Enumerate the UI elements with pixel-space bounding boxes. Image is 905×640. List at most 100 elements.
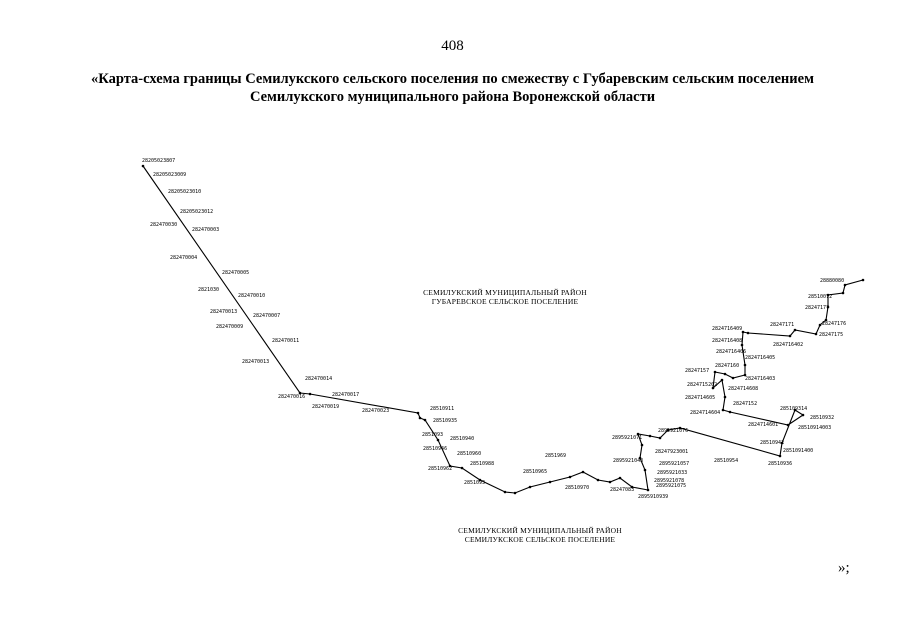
boundary-point-marker — [786, 423, 790, 427]
boundary-point-label: 28510935 — [433, 418, 457, 424]
boundary-point-label: 28510962 — [428, 466, 452, 472]
boundary-point-label: 282470016 — [278, 394, 305, 400]
boundary-point-marker — [298, 391, 302, 395]
boundary-point-marker — [793, 408, 797, 412]
boundary-point-marker — [723, 395, 727, 399]
boundary-point-label: 282470003 — [192, 227, 219, 233]
boundary-point-label: 28247175 — [819, 332, 843, 338]
boundary-point-label: 28510914003 — [798, 425, 831, 431]
boundary-point-label: 28247177 — [805, 305, 829, 311]
boundary-point-label: 28247171 — [770, 322, 794, 328]
boundary-point-marker — [630, 485, 634, 489]
boundary-point-label: 2895921071 — [612, 435, 642, 441]
boundary-point-label: 28247176 — [822, 321, 846, 327]
boundary-point-marker — [581, 470, 585, 474]
boundary-point-label: 2821030 — [198, 287, 219, 293]
boundary-point-marker — [711, 386, 715, 390]
boundary-point-label: 28510072 — [808, 294, 832, 300]
boundary-point-label: 282470030 — [150, 222, 177, 228]
boundary-point-marker — [141, 164, 145, 168]
boundary-point-label: 28510954 — [714, 458, 738, 464]
boundary-point-label: 28205023009 — [153, 172, 186, 178]
boundary-point-marker — [646, 488, 650, 492]
boundary-point-label: 28510965 — [523, 469, 547, 475]
boundary-point-marker — [568, 475, 572, 479]
boundary-point-label: 28510946 — [423, 446, 447, 452]
boundary-point-marker — [596, 478, 600, 482]
page-number: 408 — [441, 38, 464, 54]
boundary-point-label: 2895921076 — [658, 428, 688, 434]
boundary-point-label: 28247923001 — [655, 449, 688, 455]
boundary-point-label: 28510988 — [470, 461, 494, 467]
boundary-point-label: 28510940 — [450, 436, 474, 442]
boundary-point-label: 2851093 — [464, 480, 485, 486]
boundary-point-marker — [826, 305, 830, 309]
title-line-1: «Карта-схема границы Семилукского сельск… — [91, 71, 814, 87]
boundary-point-marker — [640, 443, 644, 447]
boundary-point-marker — [793, 328, 797, 332]
boundary-point-label: 2824716408 — [712, 338, 742, 344]
boundary-point-label: 282470004 — [170, 255, 197, 261]
boundary-point-marker — [778, 454, 782, 458]
boundary-point-marker — [743, 373, 747, 377]
region-label-south: СЕМИЛУКСКИЙ МУНИЦИПАЛЬНЫЙ РАЙОН СЕМИЛУКС… — [440, 526, 640, 544]
boundary-point-marker — [548, 480, 552, 484]
boundary-point-marker — [513, 491, 517, 495]
boundary-point-label: 28510942 — [760, 440, 784, 446]
boundary-point-marker — [746, 331, 750, 335]
boundary-point-label: 2824715202 — [687, 382, 717, 388]
boundary-point-marker — [448, 464, 452, 468]
boundary-point-marker — [436, 438, 440, 442]
boundary-point-label: 282470019 — [312, 404, 339, 410]
boundary-point-label: 282470007 — [253, 313, 280, 319]
boundary-point-label: 28880080 — [820, 278, 844, 284]
boundary-point-marker — [861, 278, 865, 282]
boundary-point-label: 2851091400 — [783, 448, 813, 454]
boundary-point-label: 282470014 — [305, 376, 332, 382]
boundary-point-marker — [608, 480, 612, 484]
boundary-point-label: 28247152 — [733, 401, 757, 407]
boundary-point-marker — [801, 413, 805, 417]
boundary-point-label: 28205023010 — [168, 189, 201, 195]
title-line-2: Семилукского муниципального района Ворон… — [249, 89, 656, 105]
boundary-point-label: 28510960 — [457, 451, 481, 457]
boundary-point-marker — [658, 436, 662, 440]
boundary-point-label: 282470013 — [210, 309, 237, 315]
boundary-point-label: 28510932 — [810, 415, 834, 421]
boundary-point-label: 2824716409 — [712, 326, 742, 332]
boundary-point-marker — [720, 378, 724, 382]
boundary-point-marker — [643, 468, 647, 472]
boundary-point-marker — [743, 363, 747, 367]
boundary-point-marker — [843, 283, 847, 287]
boundary-line — [142, 165, 864, 494]
boundary-point-label: 2895910939 — [638, 494, 668, 500]
boundary-point-label: 28510936 — [768, 461, 792, 467]
boundary-point-label: 28510970 — [565, 485, 589, 491]
region-north-line-2: ГУБАРЕВСКОЕ СЕЛЬСКОЕ ПОСЕЛЕНИЕ — [431, 297, 579, 306]
boundary-point-label: 2895921078 — [654, 478, 684, 484]
boundary-point-label: 2824716402 — [773, 342, 803, 348]
boundary-point-marker — [418, 416, 422, 420]
boundary-point-label: 2895921057 — [659, 461, 689, 467]
boundary-point-marker — [503, 490, 507, 494]
boundary-point-label: 28247157 — [685, 368, 709, 374]
boundary-point-label: 2895921033 — [657, 470, 687, 476]
boundary-point-marker — [824, 318, 828, 322]
boundary-point-marker — [780, 441, 784, 445]
boundary-point-marker — [731, 376, 735, 380]
boundary-point-marker — [788, 334, 792, 338]
boundary-point-marker — [460, 466, 464, 470]
boundary-point-label: 28205023012 — [180, 209, 213, 215]
boundary-point-label: 28247083 — [610, 487, 634, 493]
boundary-point-marker — [648, 434, 652, 438]
boundary-point-marker — [826, 293, 830, 297]
boundary-point-marker — [721, 408, 725, 412]
boundary-point-marker — [723, 372, 727, 376]
boundary-point-marker — [713, 370, 717, 374]
boundary-point-marker — [638, 456, 642, 460]
boundary-point-label: 2824714601 — [748, 422, 778, 428]
boundary-point-marker — [818, 323, 822, 327]
boundary-point-marker — [308, 392, 312, 396]
region-south-line-1: СЕМИЛУКСКИЙ МУНИЦИПАЛЬНЫЙ РАЙОН — [458, 526, 622, 535]
boundary-point-label: 28510911 — [430, 406, 454, 412]
